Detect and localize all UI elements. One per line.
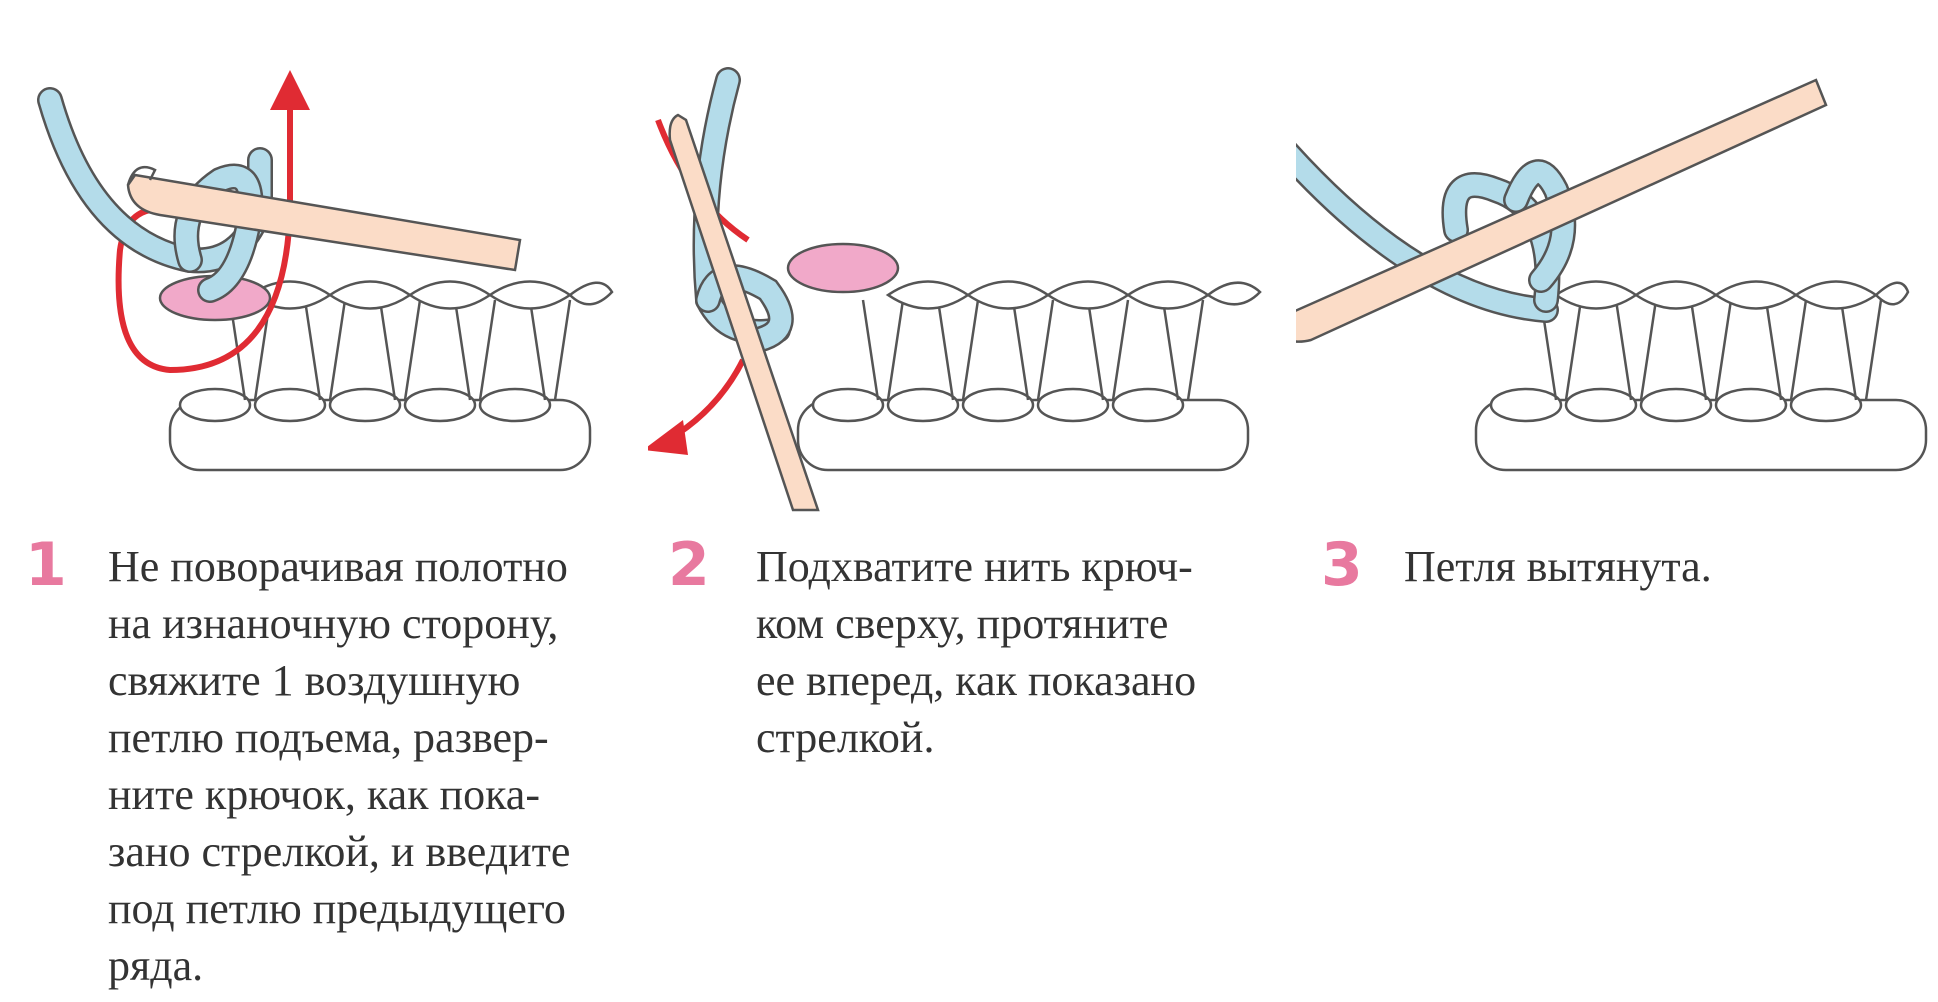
crochet-step-1-icon [37,70,614,472]
step-description: Не поворачивая полотно на изнаночную сто… [108,542,571,990]
step-number: 3 [1321,530,1363,600]
step-3-panel: 3 Петля вытянута. [1296,0,1936,1002]
step-description: Петля вытянута. [1404,542,1712,591]
crochet-step-3-icon [1296,78,1928,472]
step-description: Подхватите нить крюч- ком сверху, протян… [756,542,1197,762]
step-1-panel: 1 Не поворачивая полотно на изнаночную с… [0,0,640,1002]
step-number: 2 [668,530,710,600]
step-2-panel: 2 Подхватите нить крюч- ком сверху, прот… [648,0,1288,1002]
crochet-step-2-icon [648,67,1262,512]
step-number: 1 [25,530,67,600]
